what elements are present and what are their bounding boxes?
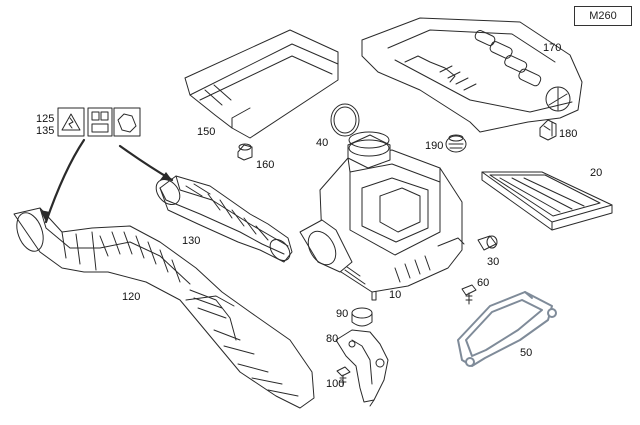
callout-120: 120 [122, 291, 141, 303]
part-130-intake-duct [155, 175, 293, 263]
callout-150: 150 [197, 126, 216, 138]
callout-130: 130 [182, 235, 201, 247]
part-90-grommet [351, 307, 373, 327]
callout-80: 80 [326, 333, 339, 345]
callout-180: 180 [559, 128, 578, 140]
part-40-seal-ring [330, 103, 360, 137]
part-190-grommet [445, 134, 467, 153]
part-125-135-warning-labels [57, 107, 141, 137]
callout-160: 160 [256, 159, 275, 171]
part-30-cap [477, 235, 498, 251]
part-160-grommet [237, 143, 253, 161]
callout-90: 90 [336, 308, 349, 320]
callout-170: 170 [543, 42, 562, 54]
callout-60: 60 [477, 277, 490, 289]
part-180-grommet [539, 119, 557, 141]
callout-125: 125 [36, 113, 55, 125]
callout-10: 10 [389, 289, 402, 301]
arrow-head-130 [160, 172, 172, 180]
arrow-head-120 [40, 210, 50, 222]
part-80-support-bracket [335, 329, 389, 407]
part-100-screw [336, 366, 351, 387]
leader-lines [44, 138, 174, 224]
callout-20: 20 [590, 167, 603, 179]
part-20-filter-element [481, 171, 613, 231]
callout-50: 50 [520, 347, 533, 359]
callout-190: 190 [425, 140, 444, 152]
part-170-engine-cover [361, 17, 583, 133]
callout-40: 40 [316, 137, 329, 149]
part-60-screw [461, 284, 477, 305]
part-120-long-duct [13, 207, 315, 409]
callout-30: 30 [487, 256, 500, 268]
part-10-filter-housing [299, 131, 465, 301]
part-150-cover [184, 29, 339, 139]
model-code-box: M260 [574, 6, 632, 26]
part-50-bracket [457, 291, 557, 367]
callout-100: 100 [326, 378, 345, 390]
callout-135: 135 [36, 125, 55, 137]
